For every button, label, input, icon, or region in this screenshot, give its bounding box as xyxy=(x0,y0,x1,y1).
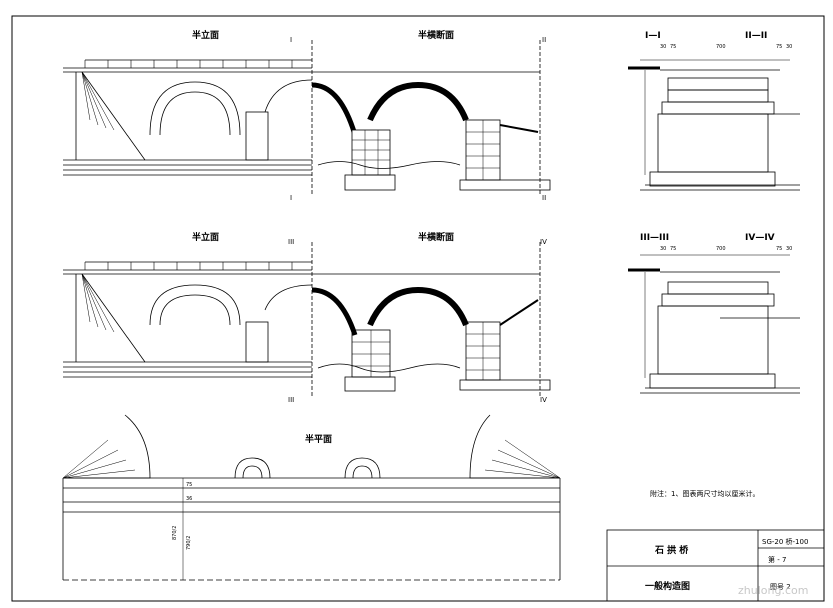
cut-mark-3-bottom: III xyxy=(288,396,294,404)
sheet-number: 第 - 7 xyxy=(768,555,786,564)
dim-790: 790/2 xyxy=(186,536,192,550)
top-section-title: 半横断面 xyxy=(418,29,454,41)
dim-870: 870/2 xyxy=(172,526,178,540)
section-4-title: IV—IV xyxy=(745,233,775,243)
mid-section-title: 半横断面 xyxy=(418,231,454,243)
cut-mark-1-bottom: I xyxy=(290,194,292,202)
dim-36: 36 xyxy=(186,496,192,502)
dim-75: 75 xyxy=(670,44,676,50)
plan-view xyxy=(62,414,561,581)
cut-mark-3-top: III xyxy=(288,238,294,246)
dim-700-s3: 700 xyxy=(716,246,726,252)
plan-title: 半平面 xyxy=(305,433,332,445)
title-block xyxy=(606,529,825,602)
sheet-border xyxy=(11,15,825,602)
cut-mark-4-bottom: IV xyxy=(540,396,547,404)
mid-elevation-title: 半立面 xyxy=(192,231,219,243)
section-3-4 xyxy=(628,254,800,394)
cut-mark-2-bottom: II xyxy=(542,194,546,202)
top-elevation-title: 半立面 xyxy=(192,29,219,41)
top-cross-section xyxy=(311,40,551,195)
dim-30b-s3: 30 xyxy=(786,246,792,252)
section-3-title: III—III xyxy=(640,233,669,243)
drawing-name: 石 拱 桥 xyxy=(654,544,689,556)
top-elevation xyxy=(63,59,313,176)
drawing-number: SG-20 桥-100 xyxy=(762,537,808,546)
watermark-text: zhulong.com xyxy=(738,584,808,597)
mid-elevation xyxy=(63,261,313,378)
drawing-subname: 一般构造图 xyxy=(645,580,690,592)
dim-75b-s3: 75 xyxy=(776,246,782,252)
dim-75-s3: 75 xyxy=(670,246,676,252)
section-2-title: II—II xyxy=(745,31,767,41)
section-1-title: I—I xyxy=(645,31,661,41)
dim-30b: 30 xyxy=(786,44,792,50)
cut-mark-1-top: I xyxy=(290,36,292,44)
dim-30-s3: 30 xyxy=(660,246,666,252)
figure-number: 图号 2 xyxy=(770,583,791,591)
dim-700: 700 xyxy=(716,44,726,50)
cut-mark-2-top: II xyxy=(542,36,546,44)
cut-mark-4-top: IV xyxy=(540,238,547,246)
mid-cross-section xyxy=(311,242,551,397)
note-text: 附注：1、图表两尺寸均以厘米计。 xyxy=(650,489,759,498)
dim-75c: 75 xyxy=(186,482,192,488)
section-1-2 xyxy=(628,59,800,191)
dim-75b: 75 xyxy=(776,44,782,50)
dim-30: 30 xyxy=(660,44,666,50)
